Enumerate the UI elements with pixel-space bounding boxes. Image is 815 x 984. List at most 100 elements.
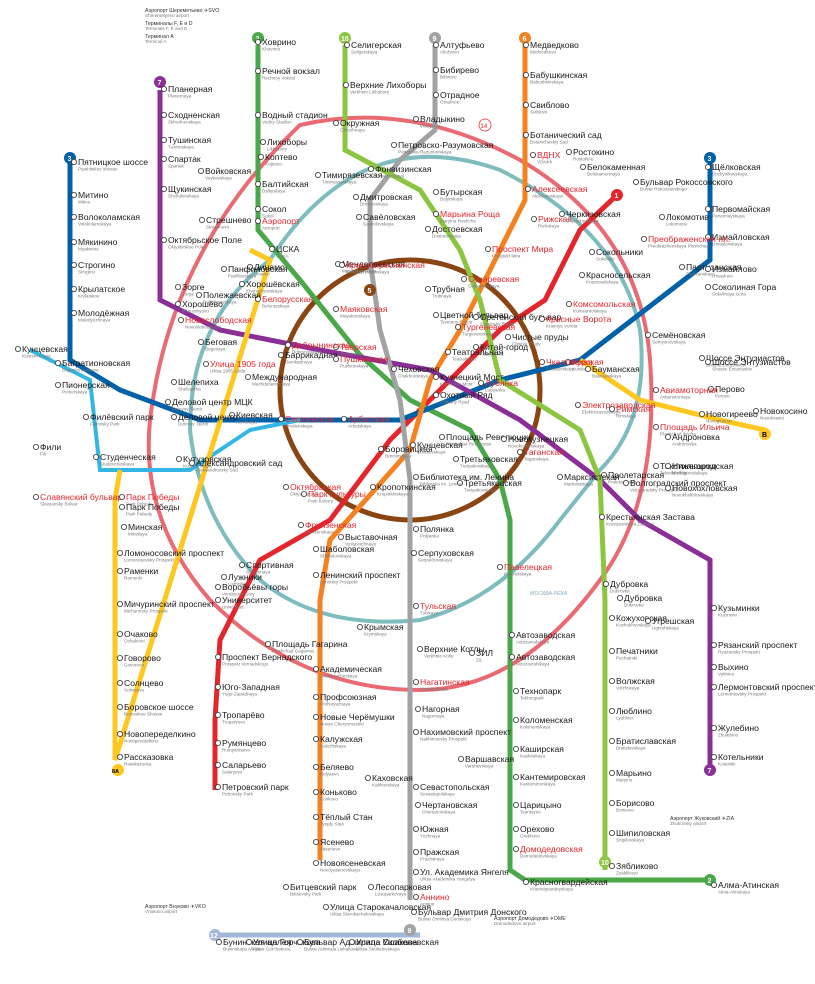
station-marker[interactable] bbox=[609, 708, 616, 715]
station-marker[interactable] bbox=[432, 311, 439, 318]
station-name[interactable]: Рязанский проспект bbox=[718, 640, 797, 650]
station-marker[interactable] bbox=[117, 754, 124, 761]
station-marker[interactable] bbox=[653, 462, 660, 469]
station-marker[interactable] bbox=[523, 42, 530, 49]
station-marker[interactable] bbox=[264, 641, 271, 648]
station-name[interactable]: Выставочная bbox=[345, 532, 398, 542]
station-name[interactable]: Новопеределкино bbox=[124, 729, 196, 739]
station-name[interactable]: Минская bbox=[128, 522, 163, 532]
station-marker[interactable] bbox=[566, 148, 573, 155]
station-name[interactable]: Улица Горчакова bbox=[253, 937, 321, 947]
station-name[interactable]: Строгино bbox=[78, 260, 115, 270]
station-name[interactable]: Первомайская bbox=[712, 204, 770, 214]
station-name[interactable]: Битцевский парк bbox=[290, 882, 357, 892]
station-name[interactable]: Театральная bbox=[452, 347, 504, 357]
station-name[interactable]: Автозаводская bbox=[516, 630, 575, 640]
station-marker[interactable] bbox=[432, 391, 439, 398]
station-marker[interactable] bbox=[14, 345, 21, 352]
station-marker[interactable] bbox=[188, 459, 195, 466]
station-marker[interactable] bbox=[296, 939, 303, 946]
station-name[interactable]: Угрешская bbox=[652, 616, 695, 626]
station-name[interactable]: Парк Победы bbox=[126, 492, 179, 502]
station-marker[interactable] bbox=[513, 688, 520, 695]
station-name[interactable]: Полежаевская bbox=[203, 290, 261, 300]
station-name[interactable]: Проспект Вернадского bbox=[222, 652, 312, 662]
station-name[interactable]: Войковская bbox=[205, 166, 251, 176]
station-marker[interactable] bbox=[369, 483, 376, 490]
station-marker[interactable] bbox=[699, 354, 706, 361]
station-marker[interactable] bbox=[500, 435, 507, 442]
station-name[interactable]: Смоленская bbox=[285, 414, 334, 424]
station-name[interactable]: Андроновка bbox=[672, 432, 720, 442]
station-marker[interactable] bbox=[504, 333, 511, 340]
station-name[interactable]: Улица 1905 года bbox=[210, 359, 276, 369]
station-name[interactable]: Улица Старокачаловская bbox=[330, 902, 431, 912]
station-name[interactable]: Лесопарковая bbox=[375, 882, 432, 892]
station-marker[interactable] bbox=[539, 315, 546, 322]
station-name[interactable]: Спортивная bbox=[246, 560, 294, 570]
station-marker[interactable] bbox=[214, 597, 221, 604]
station-marker[interactable] bbox=[238, 280, 245, 287]
station-name[interactable]: Рижская bbox=[538, 214, 572, 224]
station-marker[interactable] bbox=[412, 784, 419, 791]
station-name[interactable]: Люблино bbox=[616, 706, 652, 716]
station-name[interactable]: Крестьянская Застава bbox=[606, 512, 695, 522]
station-marker[interactable] bbox=[220, 265, 227, 272]
station-marker[interactable] bbox=[117, 731, 124, 738]
station-name[interactable]: Раменки bbox=[124, 566, 158, 576]
station-marker[interactable] bbox=[312, 694, 319, 701]
station-name[interactable]: Южная bbox=[420, 824, 449, 834]
station-name[interactable]: Серпуховская bbox=[418, 548, 474, 558]
station-name[interactable]: Шоссе Энтузиастов bbox=[706, 353, 785, 363]
station-name[interactable]: Выхино bbox=[718, 662, 749, 672]
station-marker[interactable] bbox=[452, 455, 459, 462]
station-marker[interactable] bbox=[312, 839, 319, 846]
station-marker[interactable] bbox=[245, 939, 252, 946]
station-marker[interactable] bbox=[254, 180, 261, 187]
station-marker[interactable] bbox=[202, 360, 209, 367]
station-name[interactable]: Менделеевская bbox=[342, 259, 405, 269]
station-name[interactable]: Дубровка bbox=[624, 593, 662, 603]
station-name[interactable]: Текстильщики bbox=[660, 461, 717, 471]
station-name[interactable]: Селигерская bbox=[351, 40, 402, 50]
station-name[interactable]: Орехово bbox=[520, 824, 555, 834]
station-name[interactable]: Марьина Роща bbox=[440, 209, 500, 219]
station-marker[interactable] bbox=[33, 443, 40, 450]
station-marker[interactable] bbox=[367, 884, 374, 891]
station-marker[interactable] bbox=[513, 802, 520, 809]
station-name[interactable]: Профсоюзная bbox=[320, 692, 377, 702]
